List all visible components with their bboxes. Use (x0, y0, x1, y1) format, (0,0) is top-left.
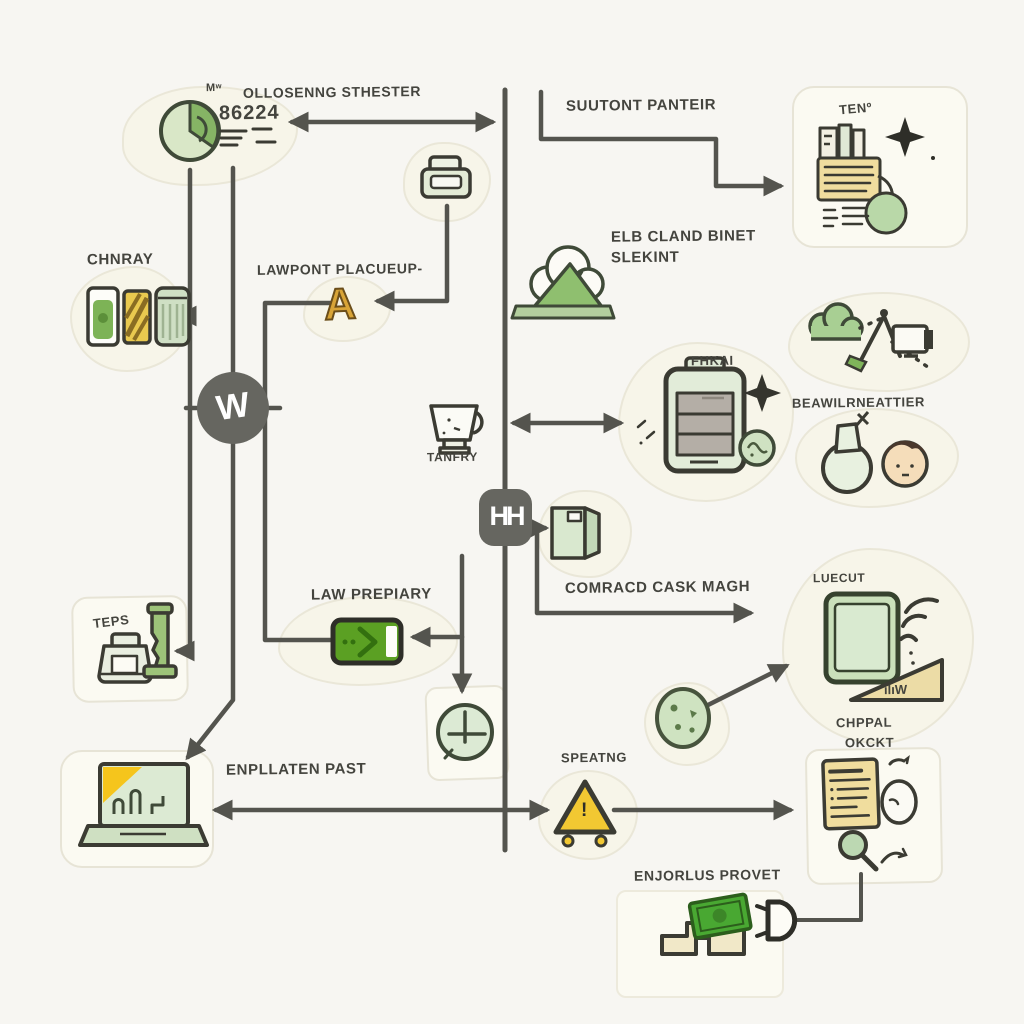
pie-prefix-label: Mʷ (205, 81, 223, 95)
connector-suutont (538, 89, 785, 197)
tanfry-label: TANFRY (426, 449, 479, 465)
suutont-label: SUUTONT PANTEIR (565, 96, 717, 115)
tablet-icon (823, 591, 901, 685)
flask-icon (821, 411, 873, 494)
cell-icon (655, 687, 711, 749)
printer-icon (420, 155, 472, 199)
w-badge-label: W (213, 384, 252, 429)
chppal-label-line1: CHPPAL (835, 714, 893, 731)
enjorlus-label: ENJORLUS PROVET (633, 866, 781, 884)
fhkai-dots-icon (636, 419, 656, 445)
sparkle-icon (885, 117, 935, 160)
connector-a-to-battery (262, 300, 333, 643)
cloud-compass-card (788, 292, 970, 392)
ruler-triangle-icon (849, 658, 944, 702)
connector-comracd (534, 526, 755, 624)
lined-document-icon (821, 757, 881, 831)
connector-plug-to-chppal (784, 872, 863, 922)
ten-label: TENº (838, 99, 873, 118)
document-stack-icon (818, 123, 866, 161)
enpllaten-label: ENPLLATEN PAST (225, 760, 367, 779)
elb-label-line2: SLEKINT (610, 248, 680, 267)
mountain-cloud-icon (510, 245, 616, 320)
luecut-label: LUECUT (812, 570, 866, 586)
cloud-icon (808, 302, 864, 341)
green-battery-icon (330, 617, 404, 666)
connector-cell-to-luecut (699, 663, 790, 711)
carton-box-icon (550, 506, 601, 560)
law-label: LAW PREPIARY (310, 585, 432, 604)
head-icon (880, 755, 918, 825)
elb-label-line1: ELB CLAND BINET (610, 227, 756, 246)
cloud-dashed-links (858, 316, 934, 372)
connector-pie-down-to-teps (173, 167, 195, 662)
green-dot-icon (864, 174, 908, 235)
w-badge-icon (197, 372, 269, 444)
dash-list-icon (219, 127, 277, 147)
wifi-signal-icon (899, 597, 939, 675)
h-badge-label: HH (489, 501, 526, 531)
plus-circle-icon (436, 703, 494, 761)
connector-printer-to-a (373, 203, 450, 312)
letter-a-icon: A (322, 278, 358, 331)
chnray-label: CHNRAY (86, 250, 154, 269)
yellow-note-icon (816, 156, 882, 202)
connector-dashes-down-to-laptop (185, 165, 236, 761)
comracd-label: COMRACD CASK MAGH (564, 578, 751, 597)
stamp-tool-icon (142, 602, 178, 679)
speatng-label: SPEATNG (560, 749, 628, 766)
pie-title-label: OLLOSENNG STHESTER (242, 83, 422, 101)
coin-squiggle-icon (738, 429, 776, 467)
cup-icon (429, 404, 484, 455)
fhkai-label: FHKAI (690, 352, 734, 369)
plug-icon (755, 899, 798, 942)
monitor-icon (891, 324, 933, 358)
warning-triangle-icon (553, 779, 617, 848)
luecut-card (782, 548, 974, 744)
ten-dash-list-icon (822, 206, 870, 228)
swap-arrow-icon (880, 847, 908, 864)
pie-value-label: 86224 (218, 101, 280, 125)
big-battery-icon (663, 356, 747, 474)
ruler-text-label: ılıW (883, 681, 908, 698)
laptop-icon (78, 762, 209, 847)
warning-exclamation-label: ! (581, 800, 588, 821)
beawil-label: BEAWILRNEATTIER (791, 394, 926, 411)
pie-chart-icon (159, 100, 221, 162)
fhkai-sparkle-icon (744, 374, 781, 412)
money-hand-icon (660, 892, 753, 956)
lawpont-label: LAWPONT PLACUEUP- (256, 260, 423, 278)
battery-cans-icon (86, 286, 191, 347)
flask-card (795, 408, 959, 508)
chppal-label-line2: OKCKT (844, 734, 895, 751)
magnifier-icon (838, 830, 879, 872)
face-icon (881, 440, 929, 488)
gearshift-badge-icon (479, 489, 532, 546)
